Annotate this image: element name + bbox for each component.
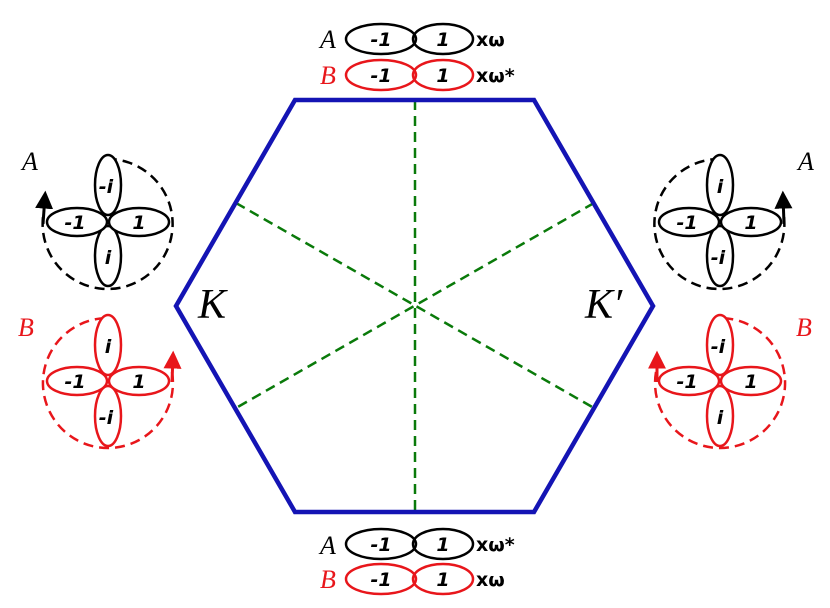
left-B-lobe-top-value: i <box>105 336 112 358</box>
right-B-lobe-left <box>657 365 721 397</box>
right-A-lobe-bottom-value: -i <box>711 247 726 269</box>
left-A-lobe-bottom <box>93 224 123 288</box>
top-B-lobe-right <box>411 58 475 92</box>
right-B-lobe-left-value: -1 <box>676 371 697 393</box>
left-B-lobe-right-value: 1 <box>132 371 145 393</box>
right-A-orbital: A i -i -1 1 <box>653 147 814 291</box>
top-A-lobe-left <box>344 22 418 56</box>
top-B-lobe-left <box>344 58 418 92</box>
label-K-prime: K′ <box>584 282 623 328</box>
top-A-lobe-right <box>411 22 475 56</box>
left-B-lobe-right <box>107 365 171 397</box>
left-A-lobe-top-value: -i <box>99 176 114 198</box>
top-A-lobe-left-value: -1 <box>370 29 391 51</box>
bottom-A-lobe-right-value: 1 <box>436 534 449 556</box>
bottom-B-lobe-right <box>411 562 475 596</box>
right-A-lobe-left-value: -1 <box>676 212 697 234</box>
right-B-lobe-top <box>705 313 735 377</box>
left-A-lobe-left-value: -1 <box>64 212 85 234</box>
left-A-label: A <box>20 147 38 176</box>
bottom-B-multiplier: xω <box>476 569 505 591</box>
right-B-lobe-right <box>719 365 783 397</box>
left-A-lobe-left <box>45 206 109 238</box>
left-A-lobe-top <box>93 153 123 217</box>
left-B-rotation-circle <box>41 316 175 450</box>
right-B-rotation-circle <box>653 316 787 450</box>
bottom-A-multiplier: xω* <box>476 534 515 556</box>
right-A-lobe-right <box>719 206 783 238</box>
left-A-lobe-bottom-value: i <box>105 247 112 269</box>
right-B-label: B <box>796 313 812 342</box>
bottom-A-lobe-left <box>344 527 418 561</box>
top-B-multiplier: xω* <box>476 65 515 87</box>
left-B-rotation-arrow <box>163 350 182 383</box>
dashed-line-diag-2 <box>235 201 595 410</box>
top-B-lobe-left-value: -1 <box>370 65 391 87</box>
bottom-B-lobe-left-value: -1 <box>370 569 391 591</box>
right-B-orbital: B -i i -1 1 <box>648 313 812 450</box>
right-B-lobe-bottom-value: i <box>717 407 724 429</box>
left-A-lobe-right-value: 1 <box>132 212 145 234</box>
bottom-B-label: B <box>320 565 336 594</box>
top-B-label: B <box>320 61 336 90</box>
dashed-lines <box>235 100 595 512</box>
left-B-lobe-top <box>93 313 123 377</box>
top-B-lobe-right-value: 1 <box>436 65 449 87</box>
right-A-lobe-right-value: 1 <box>744 212 757 234</box>
left-B-lobe-bottom <box>93 384 123 448</box>
right-A-rotation-arrow <box>774 190 793 225</box>
top-A-label: A <box>318 25 336 54</box>
right-A-lobe-left <box>657 206 721 238</box>
top-A-lobe-right-value: 1 <box>436 29 449 51</box>
left-B-label: B <box>18 313 34 342</box>
top-A-orbital: A -1 1 xω <box>318 22 505 56</box>
right-A-lobe-top-value: i <box>717 176 724 198</box>
left-A-rotation-arrow <box>35 190 54 225</box>
right-A-lobe-top <box>705 153 735 217</box>
right-A-label: A <box>796 147 814 176</box>
bottom-B-orbital: B -1 1 xω <box>320 562 505 596</box>
bottom-A-label: A <box>318 531 336 560</box>
top-A-multiplier: xω <box>476 29 505 51</box>
left-A-lobe-right <box>107 206 171 238</box>
bottom-A-lobe-right <box>411 527 475 561</box>
right-A-lobe-bottom <box>705 224 735 288</box>
dashed-line-diag-1 <box>235 201 595 410</box>
bottom-A-orbital: A -1 1 xω* <box>318 527 515 561</box>
right-B-lobe-bottom <box>705 384 735 448</box>
left-A-orbital: A -i i -1 1 <box>20 147 174 291</box>
left-A-rotation-circle <box>41 157 174 291</box>
bottom-B-lobe-left <box>344 562 418 596</box>
left-B-lobe-left <box>45 365 109 397</box>
top-B-orbital: B -1 1 xω* <box>320 58 515 92</box>
label-K: K <box>197 282 228 328</box>
right-A-rotation-circle <box>653 157 786 291</box>
right-B-lobe-top-value: -i <box>711 336 726 358</box>
left-B-orbital: B i -i -1 1 <box>18 313 182 450</box>
right-B-lobe-right-value: 1 <box>744 371 757 393</box>
left-B-lobe-left-value: -1 <box>64 371 85 393</box>
bottom-B-lobe-right-value: 1 <box>436 569 449 591</box>
bottom-A-lobe-left-value: -1 <box>370 534 391 556</box>
left-B-lobe-bottom-value: -i <box>99 407 114 429</box>
hexagon <box>173 97 656 515</box>
